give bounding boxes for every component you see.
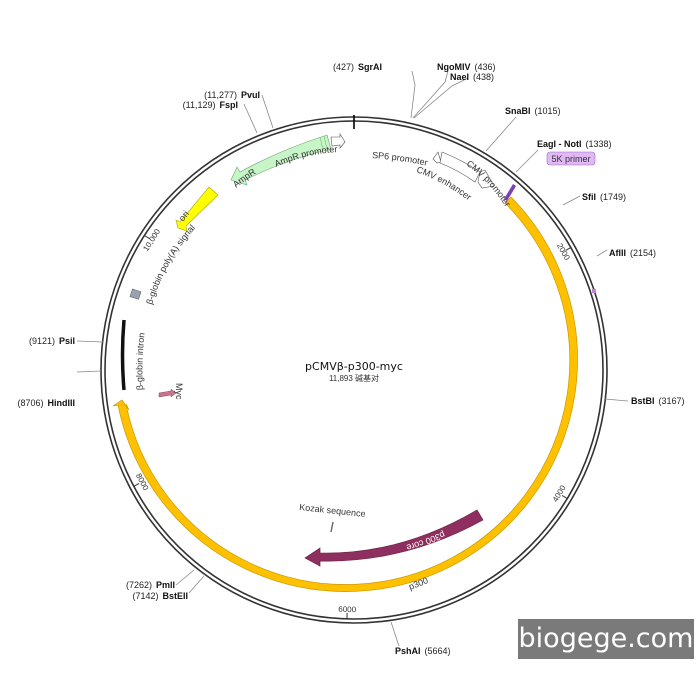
site-name: PmlI [156, 580, 175, 590]
scale-tick [144, 235, 150, 240]
site-pos: (11,129) [183, 100, 216, 110]
kozak-label: Kozak sequence [299, 502, 366, 519]
svg-text:(11,277) PvuI: (11,277) PvuI [204, 85, 260, 102]
svg-text:(7262) PmlI: (7262) PmlI [126, 575, 175, 592]
site-name: SnaBI [505, 106, 531, 116]
watermark-text: biogege.com [518, 623, 694, 654]
scale-tick [133, 483, 140, 487]
beta-globin-intron-feature [120, 319, 126, 391]
primer-label: 5K primer [551, 154, 590, 164]
beta-globin-intron-label: β-globin intron [134, 332, 146, 390]
svg-text:NaeI (438): NaeI (438) [450, 67, 494, 84]
site-name: PsiI [59, 336, 75, 346]
kozak-marker [330, 521, 334, 533]
ori-feature-arrow [175, 186, 219, 232]
svg-text:(11,129) FspI: (11,129) FspI [183, 95, 238, 112]
site-name: EagI - NotI [537, 139, 582, 149]
scale-tick-label: 10,000 [141, 227, 162, 253]
site-name: SfiI [582, 192, 596, 202]
scale-tick [561, 495, 568, 499]
site-pos: (3167) [659, 396, 685, 406]
site-name: BstBI [631, 396, 655, 406]
svg-text:SfiI (1749): SfiI (1749) [582, 187, 626, 204]
cmv-promoter-label: CMV promoter [465, 158, 513, 208]
svg-text:SnaBI (1015): SnaBI (1015) [505, 101, 561, 118]
site-pos: (1749) [600, 192, 626, 202]
site-pos: (8706) [17, 398, 43, 408]
svg-text:(8706) HindIII: (8706) HindIII [17, 393, 75, 410]
watermark-box [518, 619, 694, 659]
ampr-feature-arrow [230, 134, 332, 186]
p300-feature-arrow [112, 196, 578, 592]
site-leader-lines [76, 70, 629, 647]
sp6-promoter-arrow [432, 151, 442, 164]
myc-label: Myc [174, 383, 184, 400]
cmv-enhancer-arrow [439, 151, 481, 183]
svg-text:(9121) PsiI: (9121) PsiI [29, 331, 75, 348]
site-name: PshAI [395, 646, 421, 656]
plasmid-size: 11,893 碱基对 [329, 373, 379, 383]
svg-text:PshAI (5664): PshAI (5664) [395, 641, 451, 658]
aflii-mark [592, 289, 596, 293]
myc-feature [158, 388, 177, 398]
site-name: HindIII [48, 398, 76, 408]
svg-text:(427) SgrAI: (427) SgrAI [333, 57, 382, 74]
site-name: NaeI [450, 72, 469, 82]
site-pos: (1015) [535, 106, 561, 116]
site-pos: (7262) [126, 580, 152, 590]
restriction-sites: (427) SgrAI NgoMIV (436) NaeI (438) SnaB… [17, 57, 685, 658]
site-pos: (11,277) [204, 90, 237, 100]
site-pos: (436) [475, 62, 496, 72]
cmv-promoter-arrow [477, 169, 495, 189]
site-name: BstEII [162, 591, 188, 601]
svg-text:(7142) BstEII: (7142) BstEII [132, 586, 188, 603]
site-name: PvuI [241, 90, 260, 100]
scale-tick [565, 247, 572, 251]
svg-text:NgoMIV (436): NgoMIV (436) [437, 57, 496, 74]
svg-text:BstBI (3167): BstBI (3167) [631, 391, 685, 408]
site-name: SgrAI [358, 62, 382, 72]
site-pos: (438) [473, 72, 494, 82]
primer-label-box [546, 151, 596, 166]
beta-globin-polya-feature [129, 288, 142, 300]
site-pos: (2154) [630, 248, 656, 258]
primer-arrow [504, 184, 516, 201]
plasmid-name: pCMVβ-p300-myc [305, 360, 403, 373]
svg-text:EagI - NotI (1338): EagI - NotI (1338) [537, 134, 612, 151]
site-pos: (1338) [586, 139, 612, 149]
site-pos: (9121) [29, 336, 55, 346]
p300-core-feature-arrow [304, 509, 484, 567]
scale-tick-label: 6000 [338, 605, 357, 615]
site-pos: (427) [333, 62, 354, 72]
site-pos: (5664) [425, 646, 451, 656]
site-name: FspI [219, 100, 238, 110]
svg-text:AflII (2154): AflII (2154) [609, 243, 656, 260]
site-pos: (7142) [132, 591, 158, 601]
ampr-promoter-arrow [330, 132, 346, 149]
site-name: AflII [609, 248, 626, 258]
site-name: NgoMIV [437, 62, 471, 72]
